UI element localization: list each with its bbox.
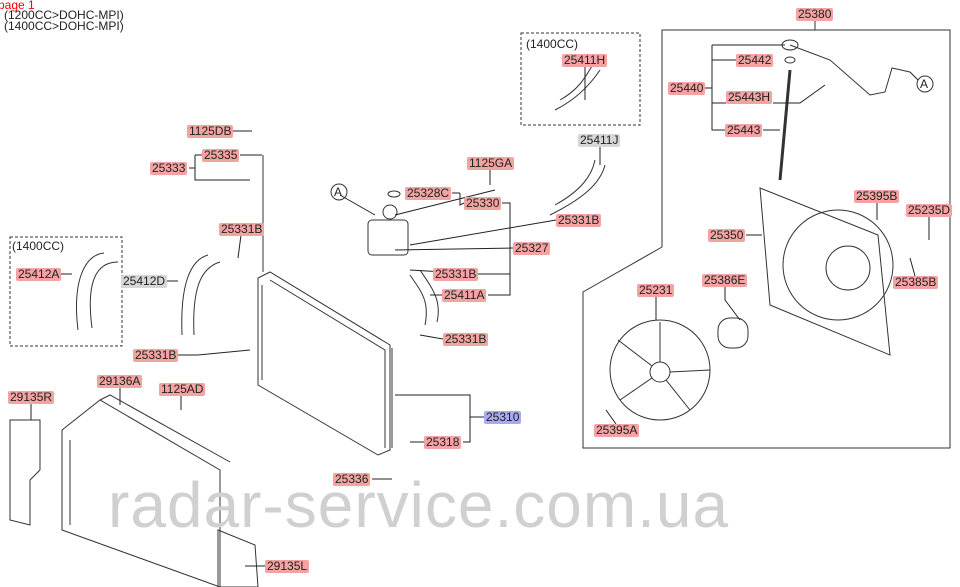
variant-box-left	[9, 236, 123, 347]
callout-a-right	[916, 75, 934, 93]
fan-motor	[717, 317, 749, 349]
fan-shroud	[759, 187, 894, 356]
part-label-25310[interactable]: 25310	[484, 410, 522, 424]
part-label-25330[interactable]: 25330	[464, 196, 502, 210]
part-label-29136A[interactable]: 29136A	[97, 374, 143, 388]
part-label-25336[interactable]: 25336	[333, 472, 371, 486]
part-label-25386E[interactable]: 25386E	[702, 273, 748, 287]
part-label-1125AD[interactable]: 1125AD	[159, 382, 206, 396]
reservoir-hose	[789, 44, 911, 96]
part-label-25235D[interactable]: 25235D	[906, 203, 953, 217]
callout-a-left	[330, 183, 348, 201]
fan-assembly-box	[582, 29, 951, 449]
radiator	[257, 155, 393, 456]
callout-a-right-text: A	[920, 77, 929, 91]
part-label-25331B[interactable]: 25331B	[133, 348, 179, 362]
hose-25411H	[554, 65, 601, 111]
water-outlet-housing	[367, 219, 409, 256]
part-label-25440[interactable]: 25440	[668, 81, 706, 95]
part-label-25411A[interactable]: 25411A	[442, 288, 487, 302]
part-label-25328C[interactable]: 25328C	[405, 186, 452, 200]
part-label-25335[interactable]: 25335	[202, 148, 240, 162]
condenser	[9, 394, 259, 587]
part-label-25331B[interactable]: 25331B	[443, 332, 489, 346]
hose-25412A	[76, 252, 119, 331]
part-label-25395A[interactable]: 25395A	[594, 423, 640, 437]
part-label-25331B[interactable]: 25331B	[219, 222, 265, 236]
engine-variant-2: (1400CC>DOHC-MPI)	[4, 19, 124, 33]
part-label-25331B[interactable]: 25331B	[556, 213, 602, 227]
callout-a-left-text: A	[334, 185, 343, 199]
part-label-25385B[interactable]: 25385B	[893, 275, 939, 289]
page-indicator: page 1	[0, 0, 35, 12]
part-label-25395B[interactable]: 25395B	[854, 189, 900, 203]
part-label-25380[interactable]: 25380	[796, 7, 834, 21]
part-label-25412A[interactable]: 25412A	[16, 267, 62, 281]
part-label-25412D[interactable]: 25412D	[121, 274, 168, 288]
cooling-fan	[609, 319, 711, 421]
part-label-25318[interactable]: 25318	[424, 435, 462, 449]
part-label-25350[interactable]: 25350	[708, 228, 746, 242]
part-label-1125GA[interactable]: 1125GA	[467, 156, 515, 170]
variant-box-left-title: (1400CC)	[12, 239, 65, 253]
part-label-1125DB[interactable]: 1125DB	[187, 124, 234, 138]
part-label-25443[interactable]: 25443	[725, 123, 763, 137]
hose-25411J	[549, 159, 606, 216]
part-label-25327[interactable]: 25327	[513, 241, 551, 255]
part-label-25331B[interactable]: 25331B	[433, 267, 479, 281]
part-label-29135L[interactable]: 29135L	[265, 559, 310, 573]
variant-box-top-title: (1400CC)	[526, 37, 579, 51]
part-label-25333[interactable]: 25333	[150, 161, 188, 175]
part-label-25442[interactable]: 25442	[736, 53, 774, 67]
part-label-25411J[interactable]: 25411J	[578, 133, 621, 147]
engine-variant-1: (1200CC>DOHC-MPI)	[4, 8, 124, 22]
part-label-29135R[interactable]: 29135R	[8, 390, 55, 404]
part-label-25411H[interactable]: 25411H	[562, 53, 608, 67]
part-label-25231[interactable]: 25231	[637, 283, 675, 297]
watermark: radar-service.com.ua	[108, 469, 730, 541]
hose-25412D	[181, 254, 221, 336]
variant-box-top	[520, 32, 641, 126]
part-label-25443H[interactable]: 25443H	[726, 90, 773, 104]
